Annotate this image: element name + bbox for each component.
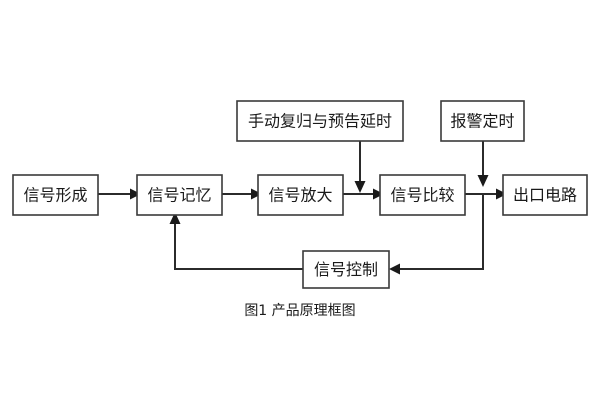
node-signal-control-label: 信号控制 <box>314 260 378 279</box>
node-output-circuit-label: 出口电路 <box>513 186 577 205</box>
edge-compare-to-output <box>464 188 507 200</box>
edge-forming-to-memory <box>97 188 141 200</box>
node-signal-amplify[interactable]: 信号放大 <box>257 174 344 216</box>
node-signal-compare[interactable]: 信号比较 <box>379 174 466 216</box>
node-manual-reset-delay[interactable]: 手动复归与预告延时 <box>236 100 404 142</box>
node-signal-amplify-label: 信号放大 <box>268 186 332 205</box>
node-signal-memory[interactable]: 信号记忆 <box>136 174 223 216</box>
edge-alarmtimer-to-control <box>389 193 484 275</box>
node-signal-forming[interactable]: 信号形成 <box>12 174 99 216</box>
node-manual-reset-delay-label: 手动复归与预告延时 <box>248 112 392 131</box>
node-signal-forming-label: 信号形成 <box>23 186 87 205</box>
node-signal-memory-label: 信号记忆 <box>147 186 211 205</box>
figure-caption: 图1 产品原理框图 <box>244 303 355 319</box>
edge-manualreset-to-compare <box>354 140 366 193</box>
edge-control-to-memory <box>169 212 304 270</box>
edge-memory-to-amplify <box>221 188 262 200</box>
nodes-layer: 手动复归与预告延时 报警定时 信号形成 信号记忆 信号放大 <box>12 100 588 289</box>
edge-alarmtimer-to-output <box>477 140 489 187</box>
node-alarm-timer-label: 报警定时 <box>450 112 514 131</box>
node-alarm-timer[interactable]: 报警定时 <box>440 100 525 142</box>
edges-layer <box>97 140 507 275</box>
node-signal-compare-label: 信号比较 <box>390 186 454 205</box>
edge-amplify-to-compare <box>342 188 384 200</box>
node-signal-control[interactable]: 信号控制 <box>302 250 390 289</box>
node-output-circuit[interactable]: 出口电路 <box>502 174 588 216</box>
